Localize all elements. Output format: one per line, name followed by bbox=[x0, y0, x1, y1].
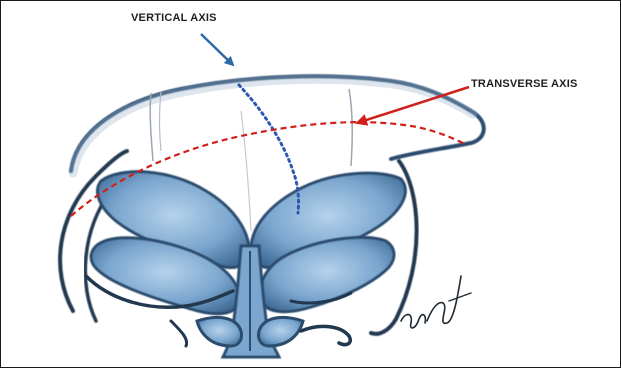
faint-line-right bbox=[349, 89, 352, 166]
vertical-axis-arrow bbox=[201, 34, 233, 65]
bottom-right-foot bbox=[258, 317, 303, 346]
bottom-left-foot bbox=[197, 317, 242, 346]
transverse-axis-label-overlay: TRANSVERSE AXIS bbox=[471, 78, 578, 90]
bottom-left-hook bbox=[171, 321, 187, 346]
faint-line-mid bbox=[241, 111, 251, 231]
vertical-axis-label-overlay: VERTICAL AXIS bbox=[131, 12, 217, 24]
bottom-right-hook bbox=[301, 326, 350, 344]
faint-line-left-2 bbox=[160, 91, 162, 151]
